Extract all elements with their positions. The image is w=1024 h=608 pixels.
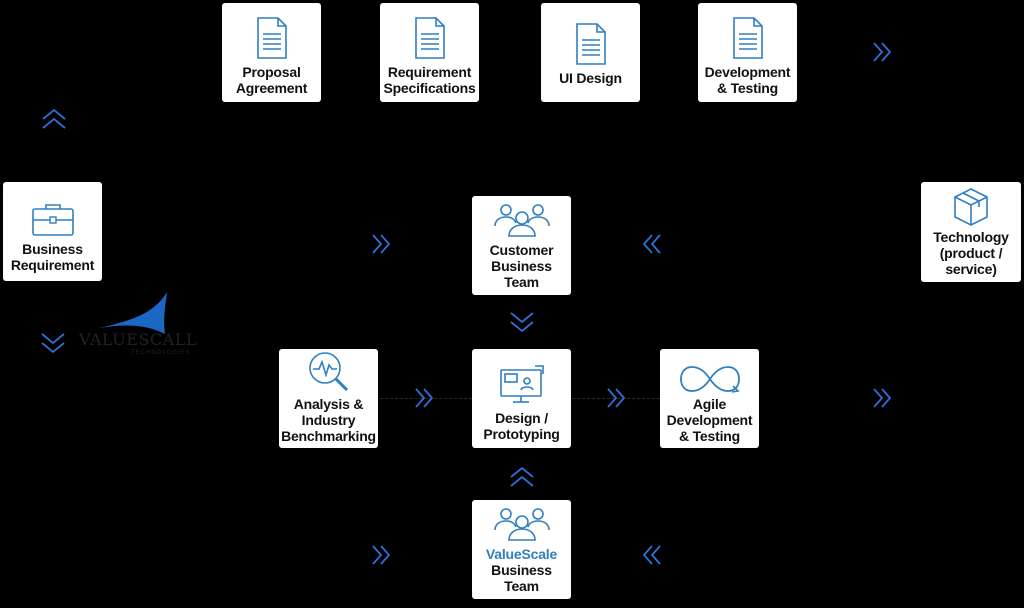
technology-card: Technology (product / service)	[921, 182, 1021, 282]
card-label: Technology (product / service)	[933, 229, 1009, 277]
chevron-up-icon	[510, 466, 534, 487]
document-icon	[412, 16, 448, 60]
chevron-down-icon	[510, 312, 534, 333]
valuescale-logo: VALUESCALL TECHNOLOGIES	[75, 290, 200, 360]
card-label: Requirement Specifications	[383, 64, 476, 96]
logo-name: VALUESCALL	[79, 330, 197, 349]
chevron-right-icon	[415, 388, 434, 408]
card-label: Development & Testing	[704, 64, 791, 96]
infinity-loop-icon	[679, 364, 741, 394]
development-testing-card: Development & Testing	[698, 3, 797, 102]
document-icon	[573, 22, 609, 66]
team-label: Business Team	[491, 562, 552, 594]
box-package-icon	[952, 187, 990, 227]
chevron-up-icon	[42, 108, 66, 129]
card-label: UI Design	[559, 70, 622, 86]
card-label: Proposal Agreement	[235, 64, 308, 96]
chevron-right-icon	[372, 545, 391, 565]
card-label: Analysis & Industry Benchmarking	[281, 396, 376, 444]
chevron-right-icon	[873, 42, 892, 62]
card-label: Design / Prototyping	[483, 410, 560, 442]
chevron-right-icon	[372, 234, 391, 254]
card-label: Agile Development & Testing	[666, 396, 753, 444]
logo-tagline: TECHNOLOGIES	[131, 350, 191, 356]
logo-swoosh-icon	[99, 292, 167, 334]
document-icon	[254, 16, 290, 60]
chevron-left-icon	[642, 545, 661, 565]
analysis-benchmarking-card: Analysis & Industry Benchmarking	[279, 349, 378, 448]
design-prototyping-card: Design / Prototyping	[472, 349, 571, 448]
business-requirement-card: Business Requirement	[3, 182, 102, 281]
requirement-specifications-card: Requirement Specifications	[380, 3, 479, 102]
magnifier-pulse-icon	[305, 350, 353, 394]
team-people-icon	[492, 202, 552, 238]
chevron-right-icon	[873, 388, 892, 408]
ui-design-card: UI Design	[541, 3, 640, 102]
document-icon	[730, 16, 766, 60]
connector-line	[380, 398, 472, 399]
briefcase-icon	[30, 201, 76, 237]
team-people-icon	[492, 506, 552, 542]
proposal-agreement-card: Proposal Agreement	[222, 3, 321, 102]
agile-development-card: Agile Development & Testing	[660, 349, 759, 448]
card-label: Customer Business Team	[489, 242, 554, 290]
chevron-right-icon	[607, 388, 626, 408]
valuescale-name: ValueScale	[485, 546, 558, 562]
card-label: Business Requirement	[10, 241, 95, 273]
chevron-left-icon	[642, 234, 661, 254]
customer-business-team-card: Customer Business Team	[472, 196, 571, 295]
chevron-down-icon	[41, 333, 65, 354]
monitor-wireframe-icon	[497, 364, 547, 406]
